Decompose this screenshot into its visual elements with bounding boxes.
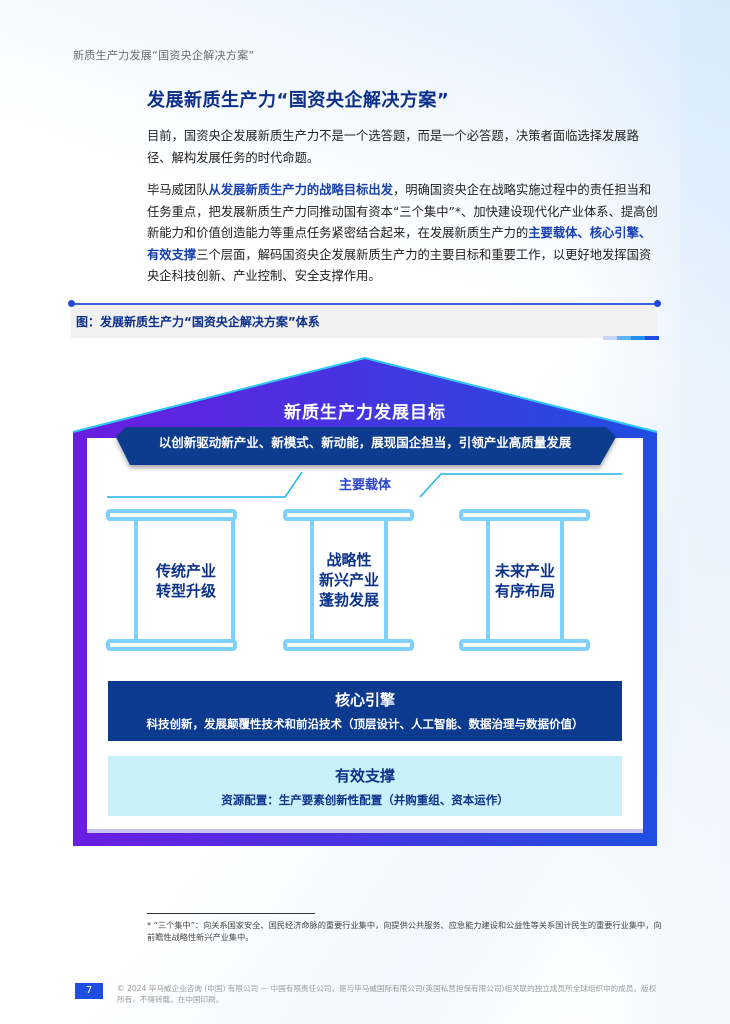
carrier-line-left (107, 471, 303, 498)
pillar-future: 未来产业 有序布局 (475, 561, 575, 601)
pillar-line: 有序布局 (494, 582, 555, 600)
pillar-strategic: 战略性 新兴产业 蓬勃发展 (299, 550, 399, 610)
pillar-line: 转型升级 (155, 582, 216, 600)
highlight-three-levels: 主要载体、核心引擎、有效支撑 (147, 226, 652, 262)
support-box (108, 756, 622, 816)
pillar-line: 新兴产业 (318, 571, 379, 589)
support-title: 有效支撑 (334, 767, 395, 785)
highlight-strategy: 从发展新质生产力的战略目标出发 (208, 183, 393, 197)
rule-dot-right (654, 300, 661, 307)
color-bar (603, 336, 617, 340)
pillar-right (459, 509, 590, 651)
section-title: 发展新质生产力“国资央企解决方案” (147, 90, 450, 111)
pillar-line: 未来产业 (494, 562, 555, 580)
page-number: 7 (75, 983, 103, 999)
paragraph-text: 毕马威团队 (147, 183, 209, 197)
footnote: * “三个集中”：向关系国家安全、国民经济命脉的重要行业集中，向提供公共服务、应… (147, 920, 662, 942)
pillar-left (106, 509, 237, 651)
goal-title: 新质生产力发展目标 (284, 403, 446, 423)
goal-banner (116, 427, 616, 465)
paragraph-intro: 目前，国资央企发展新质生产力不是一个选答题，而是一个必答题，决策者面临选择发展路… (147, 129, 639, 165)
caption-color-bars (603, 336, 659, 340)
figure-caption-box (71, 303, 657, 338)
goal-subtitle: 以创新驱动新产业、新模式、新动能，展现国企担当，引领产业高质量发展 (158, 435, 572, 450)
roof-edge (72, 356, 658, 433)
copyright-notice: © 2024 毕马威企业咨询 (中国) 有限公司 — 中国有限责任公司，是与毕马… (117, 984, 657, 1004)
carrier-line-right (419, 473, 622, 498)
figure-top-rule (71, 303, 657, 305)
color-bar (645, 336, 659, 340)
core-engine-box (108, 681, 622, 741)
pillar-line: 蓬勃发展 (318, 591, 379, 609)
pillar-line: 战略性 (326, 551, 372, 569)
footnote-rule (147, 913, 315, 914)
pillar-middle (283, 509, 414, 651)
paragraph-text: ，明确国资央企在战略实施过程中的责任担当和任务重点，把发展新质生产力同推动国有资… (147, 183, 658, 240)
paragraph-text: 三个层面，解码国资央企发展新质生产力的主要目标和重要工作，以更好地发挥国资央企科… (147, 247, 652, 284)
color-bar (631, 336, 645, 340)
running-header: 新质生产力发展“国资央企解决方案” (73, 49, 255, 62)
pillar-line: 传统产业 (155, 562, 216, 580)
rule-dot-left (68, 300, 75, 307)
figure-caption: 图：发展新质生产力“国资央企解决方案”体系 (76, 315, 320, 329)
interior-bottom-edge (87, 829, 643, 833)
core-engine-title: 核心引擎 (334, 691, 395, 709)
support-subtitle: 资源配置：生产要素创新性配置（并购重组、资本运作） (221, 793, 509, 807)
core-engine-subtitle: 科技创新，发展颠覆性技术和前沿技术（顶层设计、人工智能、数据治理与数据价值） (146, 717, 584, 731)
pillar-traditional: 传统产业 转型升级 (136, 561, 236, 601)
paragraph-approach: 毕马威团队从发展新质生产力的战略目标出发，明确国资央企在战略实施过程中的责任担当… (147, 180, 662, 288)
carriers-title: 主要载体 (338, 478, 391, 493)
color-bar (617, 336, 631, 340)
